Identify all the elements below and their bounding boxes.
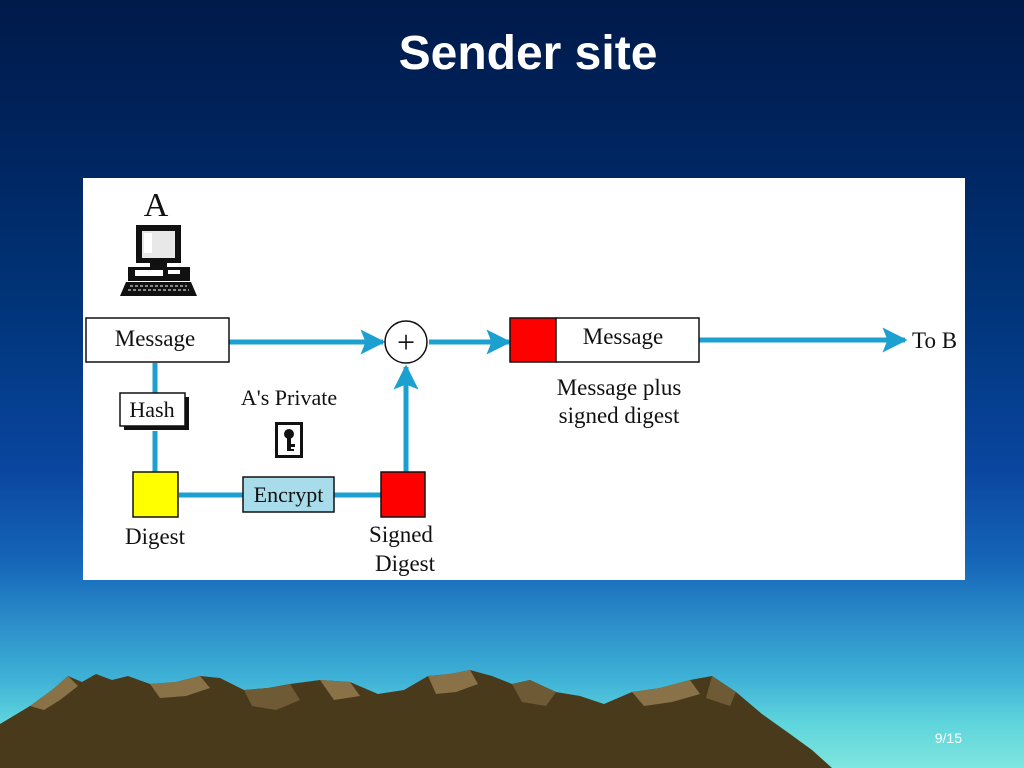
slide-title: Sender site — [398, 27, 658, 80]
combined-caption-line2: signed digest — [559, 403, 680, 428]
private-key-label: A's Private — [241, 385, 337, 410]
digest-square — [132, 471, 179, 518]
hash-box: Hash — [119, 392, 189, 430]
diagram-panel: A Message — [83, 178, 965, 580]
mountain-range — [0, 670, 832, 768]
message-box-label: Message — [115, 326, 195, 351]
computer-icon — [120, 225, 197, 296]
key-icon — [275, 422, 303, 458]
digest-label: Digest — [125, 524, 186, 549]
hash-box-label: Hash — [129, 397, 174, 422]
sender-label: A — [144, 187, 169, 224]
encrypt-box-label: Encrypt — [254, 482, 324, 507]
sender-site-diagram: A Message — [85, 187, 957, 576]
signed-label-line1: Signed — [369, 522, 433, 547]
combined-caption-line1: Message plus — [557, 375, 682, 400]
signed-digest-square — [380, 471, 426, 518]
combine-operator: + — [397, 324, 415, 360]
combined-message-box: Message — [509, 317, 700, 363]
message-box: Message — [85, 317, 230, 363]
encrypt-box: Encrypt — [242, 476, 335, 513]
page-number: 9/15 — [934, 730, 962, 746]
combined-message-label: Message — [583, 324, 663, 349]
plus-icon: + — [384, 320, 428, 364]
signed-label-line2: Digest — [375, 551, 436, 576]
destination-label: To B — [912, 328, 957, 353]
